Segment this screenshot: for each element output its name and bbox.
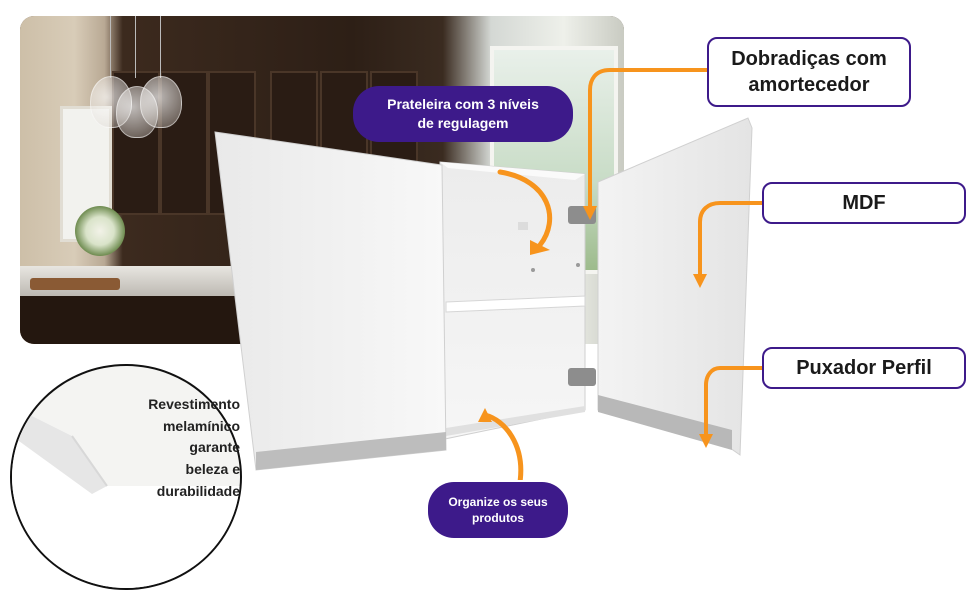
- puxador-label: Puxador Perfil: [762, 347, 966, 389]
- revestimento-line-1: Revestimento: [148, 396, 240, 412]
- prateleira-line-2: de regulagem: [417, 115, 509, 131]
- dobradicas-line-1: Dobradiças com: [731, 48, 887, 70]
- prateleira-label: Prateleira com 3 níveis de regulagem: [353, 86, 573, 142]
- revestimento-line-4: beleza e: [185, 461, 240, 478]
- organize-line-2: produtos: [472, 511, 524, 525]
- mdf-label: MDF: [762, 182, 966, 224]
- revestimento-line-5: durabilidade: [156, 482, 240, 499]
- revestimento-text: Revestimento melamínico garante beleza e…: [100, 394, 240, 502]
- dobradicas-line-2: amortecedor: [748, 74, 870, 96]
- organize-line-1: Organize os seus: [448, 494, 548, 509]
- finish-zoom-circle: [10, 364, 242, 590]
- leader-arrows: [583, 68, 764, 448]
- organize-label: Organize os seus produtos: [428, 482, 568, 538]
- revestimento-line-3: garante: [189, 439, 240, 456]
- dobradicas-label: Dobradiças com amortecedor: [707, 37, 911, 107]
- prateleira-line-1: Prateleira com 3 níveis: [387, 96, 539, 113]
- revestimento-line-2: melamínico: [162, 417, 240, 434]
